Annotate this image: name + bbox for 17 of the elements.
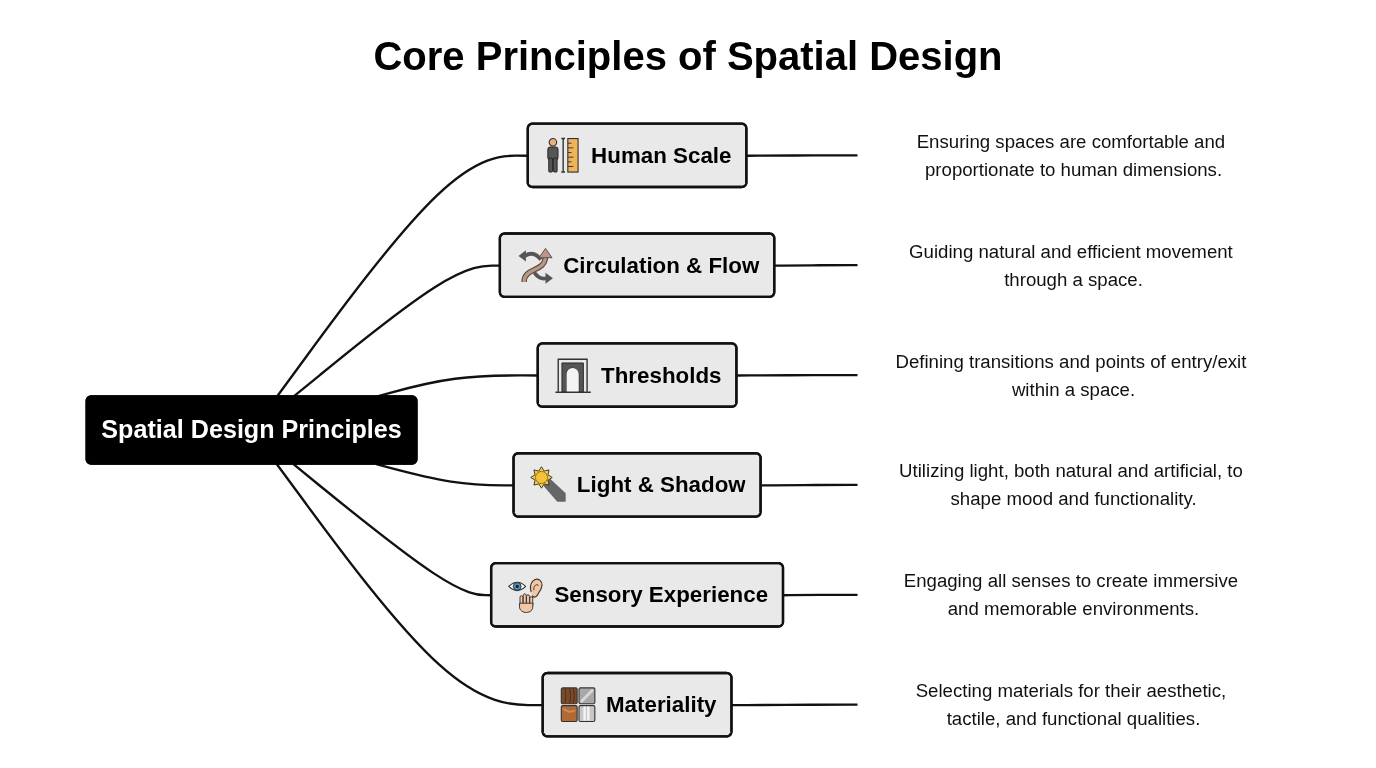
node-text: Utilizing light, both natural and artificial, to shape mood and functionality. <box>899 460 1243 510</box>
connector <box>774 264 858 267</box>
connector <box>783 593 858 597</box>
connector <box>376 463 514 487</box>
connector <box>275 463 544 707</box>
connector <box>761 483 858 487</box>
node-text: Guiding natural and efficient movement through a space. <box>909 240 1233 290</box>
connector <box>746 154 858 157</box>
node-text: Selecting materials for their aesthetic, tactile, and functional qualities. <box>915 680 1227 729</box>
node-text: Engaging all senses to create immersive and memorable environments. <box>903 570 1239 620</box>
connector <box>731 703 858 707</box>
connector <box>292 463 492 597</box>
connector <box>736 373 858 377</box>
node-text: Ensuring spaces are comfortable and proportionate to human dimensions. <box>916 131 1226 180</box>
diagram-title: Core Principles of Spatial Design <box>373 34 1003 79</box>
node-text: Defining transitions and points of entry/exit within a space. <box>895 350 1247 400</box>
connector <box>275 154 529 398</box>
